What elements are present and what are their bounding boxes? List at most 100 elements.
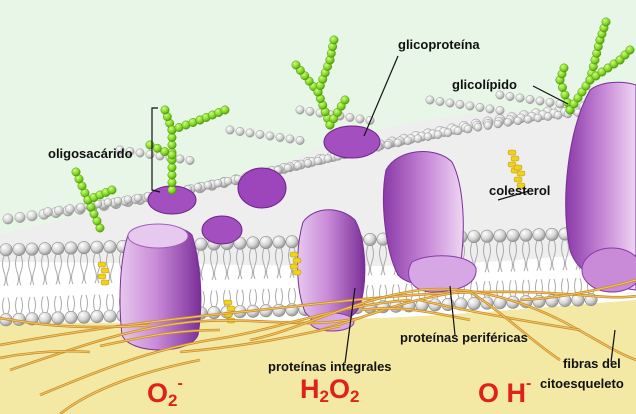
lipid-head	[436, 97, 444, 105]
cholesterol-segment	[517, 171, 525, 176]
lipid-head	[516, 94, 524, 102]
lipid-head	[104, 310, 116, 322]
sugar-unit	[560, 64, 568, 72]
lipid-head	[124, 196, 132, 204]
label-glycolipid: glicolípido	[452, 77, 517, 92]
lipid-head	[426, 96, 434, 104]
lipid-head	[466, 102, 474, 110]
lipid-head	[146, 150, 154, 158]
lipid-head	[246, 129, 254, 137]
lipid-head	[546, 98, 554, 106]
lipid-head	[236, 127, 244, 135]
sugar-unit	[602, 18, 610, 26]
lipid-head	[104, 199, 112, 207]
lipid-head	[504, 118, 512, 126]
lipid-head	[296, 106, 304, 114]
lipid-head	[496, 91, 504, 99]
lipid-head	[486, 105, 494, 113]
lipid-head	[3, 214, 13, 224]
lipid-head	[554, 111, 562, 119]
lipid-head	[404, 137, 412, 145]
sugar-unit	[558, 83, 566, 91]
lipid-head	[456, 100, 464, 108]
label-oligosaccharide: oligosacárido	[48, 146, 133, 161]
lipid-head	[204, 181, 212, 189]
lipid-head	[91, 241, 103, 253]
label-cytoskeleton-line2: citoesqueleto	[540, 376, 624, 391]
lipid-head	[27, 211, 37, 221]
peroxide-o-sub: 2	[350, 387, 359, 406]
lipid-head	[208, 306, 220, 318]
lipid-head	[434, 131, 442, 139]
lipid-head	[546, 228, 558, 240]
sugar-unit	[168, 178, 176, 186]
chem-superoxide: O2-	[147, 376, 183, 409]
lipid-head	[104, 241, 116, 253]
lipid-head	[15, 212, 25, 222]
cholesterol-segment	[224, 300, 232, 305]
superoxide-subscript: 2	[168, 391, 177, 410]
lipid-head	[534, 114, 542, 122]
lipid-head	[134, 194, 142, 202]
lipid-head	[273, 304, 285, 316]
sugar-unit	[626, 46, 634, 54]
lipid-head	[304, 159, 312, 167]
lipid-head	[384, 141, 392, 149]
lipid-head	[176, 155, 184, 163]
sugar-unit	[168, 141, 176, 149]
label-peripheral-proteins: proteínas periféricas	[400, 330, 528, 345]
lipid-head	[356, 115, 364, 123]
lipid-head	[507, 229, 519, 241]
lipid-head	[195, 238, 207, 250]
lipid-head	[468, 230, 480, 242]
lipid-head	[424, 133, 432, 141]
lipid-head	[514, 117, 522, 125]
sugar-unit	[292, 61, 300, 69]
hydroxide-symbol: O H	[478, 378, 526, 408]
label-cholesterol: colesterol	[489, 183, 550, 198]
sugar-unit	[168, 186, 176, 194]
lipid-head	[286, 236, 298, 248]
sugar-unit	[168, 171, 176, 179]
peroxide-h: H	[300, 374, 320, 404]
cholesterol-segment	[293, 270, 301, 275]
lipid-head	[214, 179, 222, 187]
lipid-head	[484, 122, 492, 130]
sugar-unit	[168, 133, 176, 141]
label-cytoskeleton-line1: fibras del	[563, 356, 621, 371]
lipid-head	[324, 155, 332, 163]
lipid-head	[52, 312, 64, 324]
cholesterol-segment	[514, 177, 522, 182]
sugar-unit	[146, 141, 154, 149]
lipid-head	[346, 113, 354, 121]
lipid-head	[114, 197, 122, 205]
sugar-unit	[72, 168, 80, 176]
lipid-head	[286, 135, 294, 143]
lipid-head	[494, 120, 502, 128]
sugar-unit	[341, 96, 349, 104]
lipid-head	[39, 243, 51, 255]
lipid-head	[294, 162, 302, 170]
lipid-head	[273, 236, 285, 248]
lipid-head	[276, 133, 284, 141]
lipid-head	[394, 139, 402, 147]
lipid-head	[186, 156, 194, 164]
cholesterol-segment	[290, 252, 298, 257]
lipid-head	[314, 157, 322, 165]
cholesterol-segment	[514, 165, 522, 170]
lipid-head	[65, 242, 77, 254]
sugar-unit	[161, 106, 169, 114]
lipid-head	[78, 311, 90, 323]
superoxide-charge: -	[177, 375, 182, 392]
peroxide-h-sub: 2	[320, 387, 329, 406]
label-integral-proteins: proteínas integrales	[268, 359, 392, 374]
superoxide-symbol: O	[147, 378, 168, 408]
lipid-head	[43, 207, 52, 216]
lipid-head	[506, 92, 514, 100]
lipid-head	[520, 229, 532, 241]
sugar-unit	[561, 91, 569, 99]
cholesterol-segment	[101, 280, 109, 285]
cholesterol-segment	[293, 258, 301, 263]
lipid-head	[481, 230, 493, 242]
